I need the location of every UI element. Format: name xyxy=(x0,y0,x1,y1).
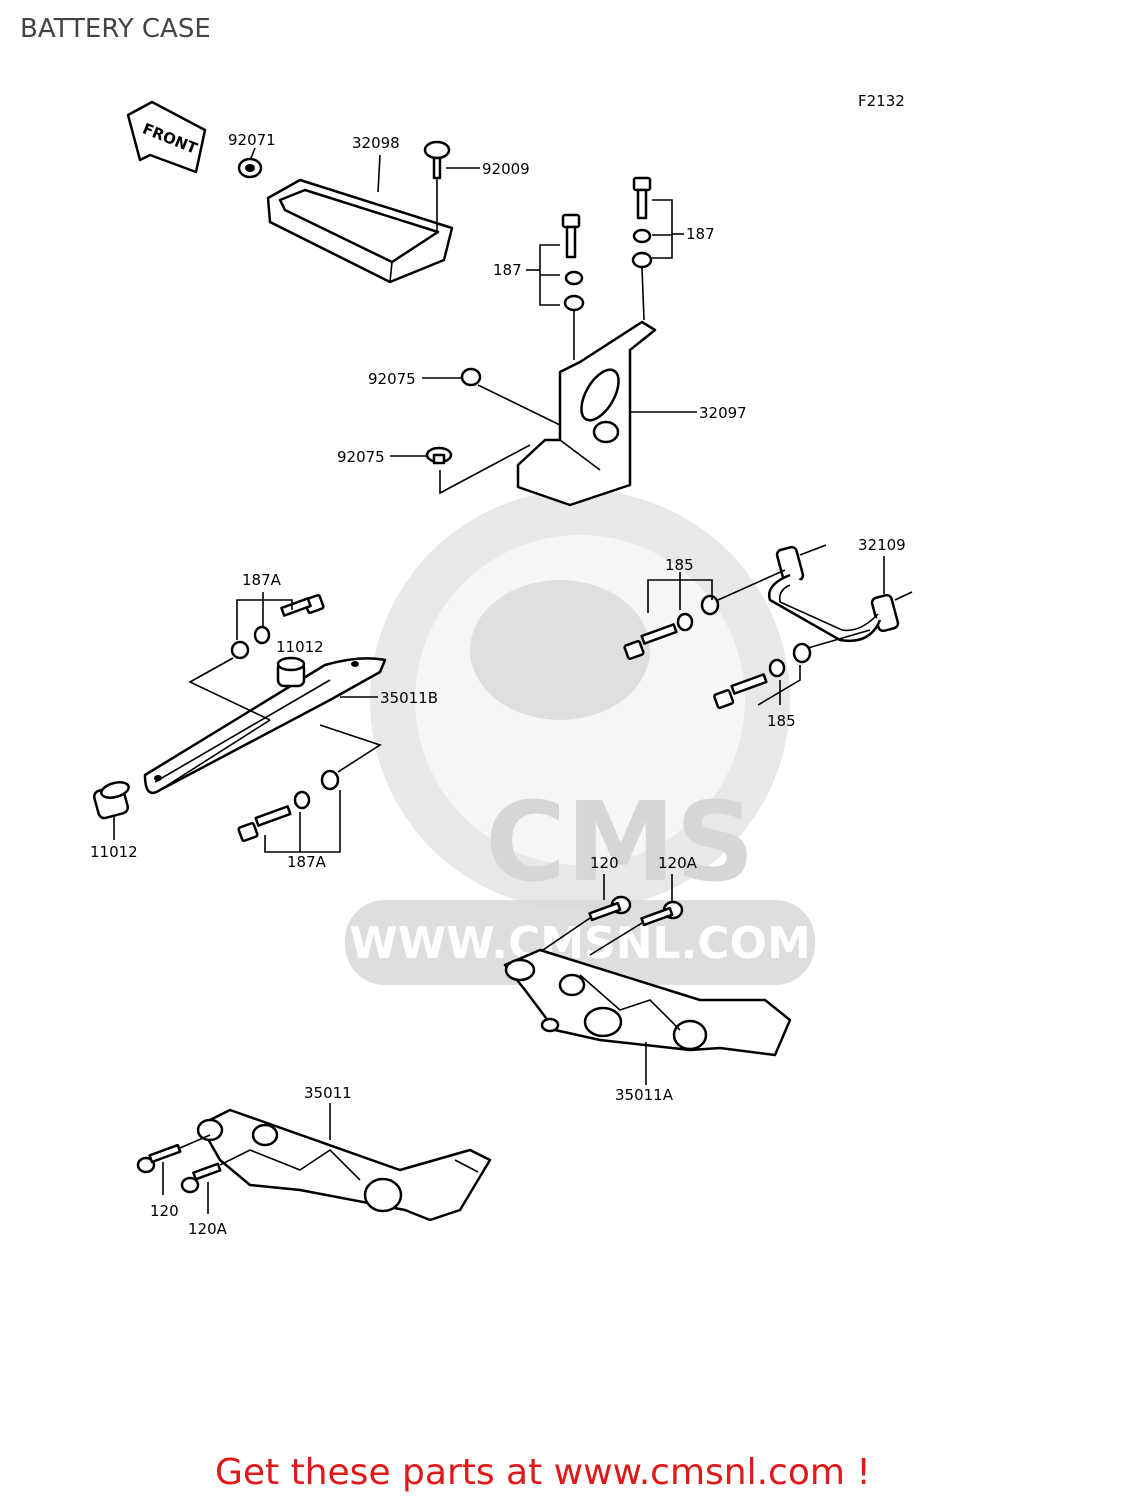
part-11012-collar-top-icon xyxy=(276,656,306,688)
label-120-lower: 120 xyxy=(150,1202,179,1220)
part-187-bolt-left-icon xyxy=(561,213,585,360)
label-35011A: 35011A xyxy=(615,1086,674,1104)
label-35011B: 35011B xyxy=(380,689,438,707)
part-120A-screw-upper-icon xyxy=(589,900,684,956)
label-35011: 35011 xyxy=(304,1084,352,1102)
label-92071: 92071 xyxy=(228,131,276,149)
label-187A-bottom: 187A xyxy=(287,853,327,871)
label-11012-top: 11012 xyxy=(276,638,324,656)
part-120-screw-lower-icon xyxy=(136,1134,211,1174)
label-187-right: 187 xyxy=(686,225,715,243)
part-32098-battery-tray-icon xyxy=(266,178,454,284)
label-32098: 32098 xyxy=(352,134,400,152)
label-120A-lower: 120A xyxy=(188,1220,228,1238)
label-120A-upper: 120A xyxy=(658,854,698,872)
part-11012-collar-bottom-icon xyxy=(92,781,130,820)
label-187A-top: 187A xyxy=(242,571,282,589)
label-92075-lower: 92075 xyxy=(337,448,385,466)
label-120-upper: 120 xyxy=(590,854,619,872)
label-185-top: 185 xyxy=(665,556,694,574)
label-185-bottom: 185 xyxy=(767,712,796,730)
part-185-bolt-bottom-icon xyxy=(713,629,871,710)
part-32097-bracket-icon xyxy=(516,320,657,507)
part-32109-bar-icon xyxy=(767,544,913,643)
part-187A-bolt-top-icon xyxy=(159,593,325,791)
part-92075-lower-icon xyxy=(425,444,531,495)
label-11012-bottom: 11012 xyxy=(90,843,138,861)
label-32109: 32109 xyxy=(858,536,906,554)
part-35011A-bracket-icon xyxy=(503,948,792,1057)
promo-link[interactable]: Get these parts at www.cmsnl.com ! xyxy=(215,1452,871,1493)
page-title: BATTERY CASE xyxy=(20,14,211,44)
part-35011B-guard-icon xyxy=(143,657,387,795)
part-185-bolt-top-icon xyxy=(623,569,786,661)
cms-watermark: WWW.CMSNL.COM CMS xyxy=(345,490,815,985)
parts-diagram: WWW.CMSNL.COM CMS F2132 FRONT 92071 3209… xyxy=(90,92,913,1238)
watermark-brand: CMS xyxy=(485,778,754,906)
label-32097: 32097 xyxy=(699,404,747,422)
watermark-url: WWW.CMSNL.COM xyxy=(349,918,811,969)
part-35011-bracket-icon xyxy=(196,1108,492,1222)
part-92071-icon xyxy=(237,147,263,179)
part-92075-upper-icon xyxy=(460,367,561,426)
part-187A-bolt-bottom-icon xyxy=(237,724,382,843)
figure-code: F2132 xyxy=(858,92,905,110)
part-187-bolt-right-icon xyxy=(631,176,653,321)
label-187-left: 187 xyxy=(493,261,522,279)
label-92009: 92009 xyxy=(482,160,530,178)
part-120-screw-upper-icon xyxy=(539,895,632,953)
label-92075-upper: 92075 xyxy=(368,370,416,388)
part-92009-screw-icon xyxy=(423,140,451,232)
part-120A-screw-lower-icon xyxy=(180,1149,251,1194)
front-arrow-icon: FRONT xyxy=(126,100,207,174)
